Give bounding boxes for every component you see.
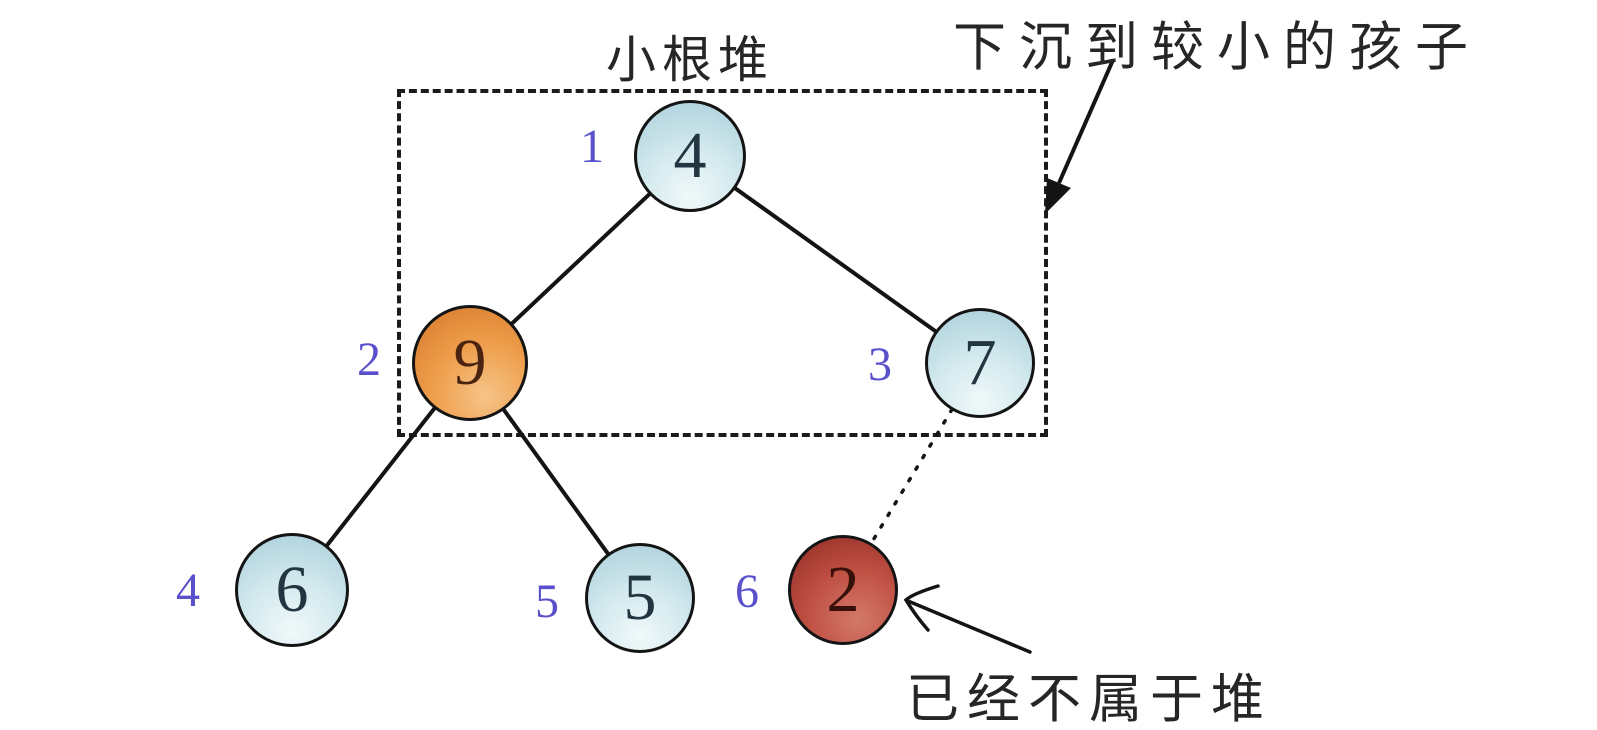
node-value: 6 xyxy=(275,553,309,626)
heap-node-value-2-removed: 2 xyxy=(788,535,898,645)
heap-node-value-9-sinking: 9 xyxy=(412,305,528,421)
index-label-5: 5 xyxy=(535,575,559,628)
heap-node-value-6: 6 xyxy=(235,533,349,647)
heap-node-value-5: 5 xyxy=(585,543,695,653)
node-value: 4 xyxy=(673,119,707,192)
index-label-3: 3 xyxy=(868,338,892,391)
diagram-title: 小根堆 xyxy=(606,32,774,88)
removed-annotation-text: 已经不属于堆 xyxy=(906,671,1272,729)
removed-annotation-arrow xyxy=(903,584,1032,654)
node-value: 2 xyxy=(826,553,860,626)
index-label-4: 4 xyxy=(176,564,200,617)
sink-annotation-text: 下沉到较小的孩子 xyxy=(953,19,1481,77)
edge-4-7 xyxy=(688,154,982,365)
sink-annotation-arrow xyxy=(1045,59,1115,214)
node-value: 9 xyxy=(453,326,487,399)
index-label-6: 6 xyxy=(735,565,759,618)
heap-node-value-7: 7 xyxy=(925,308,1035,418)
heap-node-value-4: 4 xyxy=(634,100,746,212)
heap-boundary-dashed-box xyxy=(397,89,1048,437)
node-value: 5 xyxy=(623,561,657,634)
index-label-1: 1 xyxy=(580,120,604,173)
index-label-2: 2 xyxy=(357,333,381,386)
node-value: 7 xyxy=(963,326,997,399)
